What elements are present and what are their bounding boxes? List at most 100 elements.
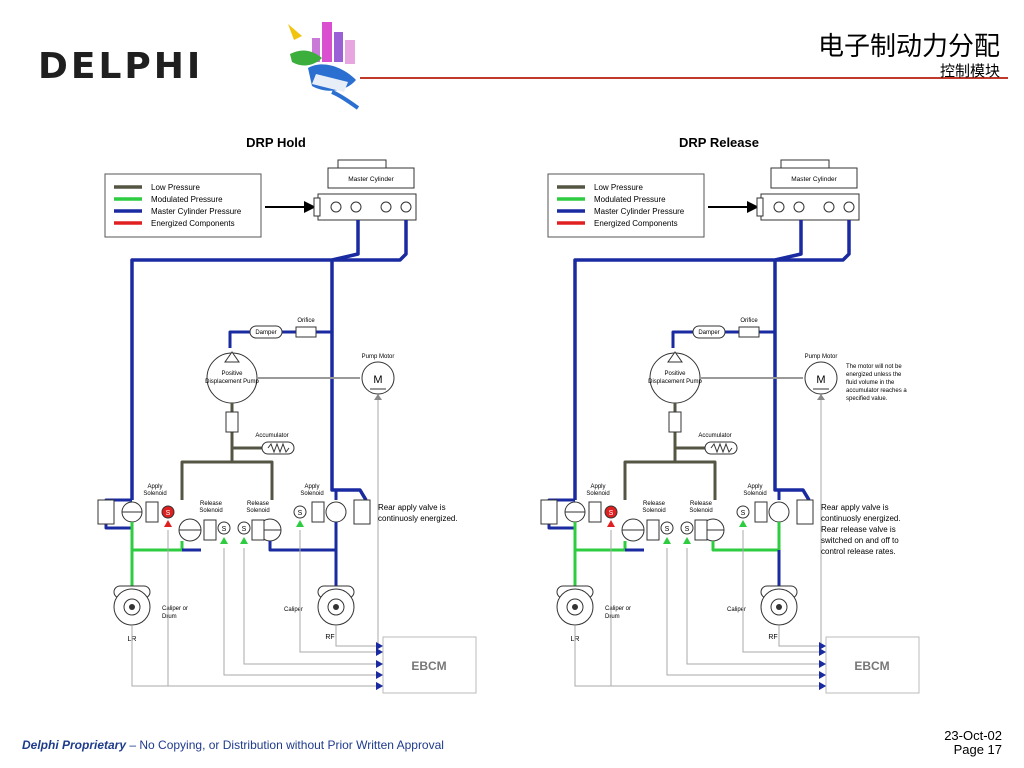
solenoid-s-label: S (741, 510, 746, 517)
reservoir-cap (337, 159, 387, 169)
spring-valve-left (540, 499, 558, 525)
master-cylinder: Master Cylinder (313, 159, 417, 221)
solenoid-s-left (217, 521, 231, 535)
ebcm-box (382, 636, 477, 694)
legend-box (104, 173, 262, 238)
spring-valve-right (353, 499, 371, 525)
cylinder-port (380, 201, 392, 213)
pipe (573, 522, 627, 552)
footer-date: 23-Oct-02 (944, 728, 1002, 743)
control-line (335, 626, 380, 647)
check-valve (225, 411, 239, 433)
delphi-logo-text: DELPHI (38, 46, 204, 87)
solenoid-right-apply (754, 501, 768, 523)
control-line (299, 530, 380, 653)
right-brake-type: Caliper (284, 607, 303, 613)
orifice-label: Orifice (297, 318, 315, 324)
solenoid-release-left (646, 519, 660, 541)
cylinder-rod (756, 197, 764, 217)
cylinder-port (350, 201, 362, 213)
footer-meta: 23-Oct-02 Page 17 (944, 729, 1002, 757)
solenoid-arrow (220, 537, 228, 544)
cylinder-port (400, 201, 412, 213)
solenoid-s-label: S (685, 526, 690, 533)
control-arrow (819, 660, 826, 668)
control-line (243, 548, 380, 665)
energized-arrow (607, 520, 615, 527)
master-cylinder-label: Master Cylinder (348, 176, 394, 183)
control-line (223, 548, 380, 676)
solenoid-s-right (237, 521, 251, 535)
control-lines (131, 530, 383, 690)
legend-label: Low Pressure (151, 183, 200, 192)
legend-label: Energized Components (151, 219, 235, 228)
damper-label: Damper (255, 330, 276, 336)
right-brake-type: Caliper (727, 607, 746, 613)
low-pressure-pipes (180, 403, 274, 500)
cylinder-port (823, 201, 835, 213)
solenoid-s-apply-right (293, 505, 307, 519)
solenoid-arrow (663, 537, 671, 544)
ebcm-box (825, 636, 920, 694)
solenoid-left-apply (588, 501, 602, 523)
spring-valve-left (97, 499, 115, 525)
master-cylinder: Master Cylinder (756, 159, 860, 221)
wheel-right (317, 585, 355, 626)
right-wheel-label: RF (768, 634, 777, 641)
cylinder-port (843, 201, 855, 213)
footer-notice-text: – No Copying, or Distribution without Pr… (126, 738, 444, 752)
pipe (675, 460, 717, 500)
pump-valve (224, 351, 240, 363)
cylinder-port (330, 201, 342, 213)
panel-title: DRP Hold (246, 135, 306, 150)
solenoid-right-apply (311, 501, 325, 523)
accumulator-spring (267, 442, 290, 454)
pipe (773, 260, 811, 501)
solenoid-s-apply-right (736, 505, 750, 519)
control-arrow (376, 682, 383, 690)
low-pressure-pipes (623, 403, 717, 500)
reservoir-cap (780, 159, 830, 169)
footer-proprietary: Delphi Proprietary (22, 738, 127, 752)
ebcm-label: EBCM (854, 659, 889, 673)
solenoid-arrow (683, 537, 691, 544)
arrow-head (747, 201, 759, 213)
solenoid-s-label: S (242, 526, 247, 533)
solenoid-s-label: S (298, 510, 303, 517)
solenoid-s-left (660, 521, 674, 535)
footer-notice: Delphi Proprietary – No Copying, or Dist… (22, 738, 444, 752)
wheel-center (129, 604, 135, 610)
control-arrow (376, 660, 383, 668)
legend-label: Low Pressure (594, 183, 643, 192)
control-arrow (376, 642, 383, 650)
solenoid-s-label: S (166, 510, 171, 517)
master-pipes (104, 220, 408, 530)
control-line (574, 626, 823, 687)
signal-arrow (817, 394, 825, 400)
apply-valve-right (768, 501, 790, 523)
control-arrow (376, 648, 383, 656)
reservoir (327, 167, 415, 189)
control-arrow (376, 671, 383, 679)
orifice-label: Orifice (740, 318, 758, 324)
pipe (330, 260, 368, 501)
pipe (671, 330, 695, 348)
pump-motor-label: Pump Motor (362, 354, 395, 360)
solenoid-arrow (296, 520, 304, 527)
control-arrow (819, 671, 826, 679)
control-arrow (819, 648, 826, 656)
pipe (130, 522, 184, 552)
control-line (778, 626, 823, 647)
pipe (228, 330, 252, 348)
wheel-right (760, 585, 798, 626)
arrow-head (304, 201, 316, 213)
